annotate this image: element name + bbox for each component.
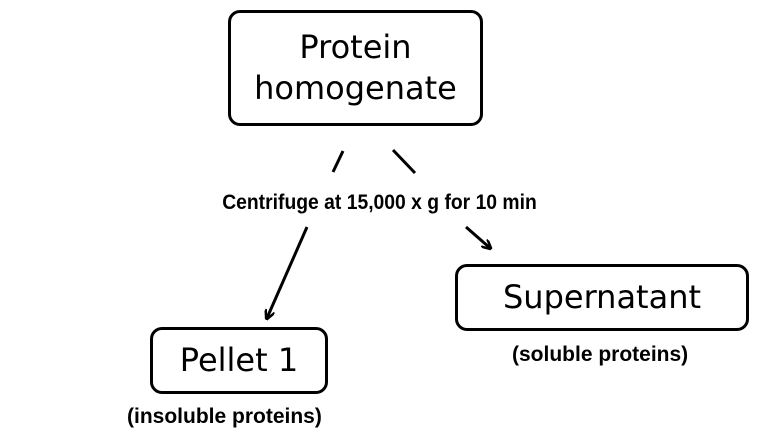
node-label: Protein homogenate <box>254 28 457 107</box>
node-label: Supernatant <box>502 278 702 316</box>
node-label: Pellet 1 <box>179 341 299 379</box>
centrifuge-step-label: Centrifuge at 15,000 x g for 10 min <box>222 191 537 214</box>
supernatant-caption: (soluble proteins) <box>512 343 689 366</box>
node-pellet-1: Pellet 1 <box>150 327 328 394</box>
connector-stub-right <box>391 148 417 175</box>
node-supernatant: Supernatant <box>455 264 749 331</box>
arrow-to-pellet <box>267 226 309 318</box>
pellet-caption: (insoluble proteins) <box>127 405 322 428</box>
arrow-to-supernatant <box>465 225 490 248</box>
node-protein-homogenate: Protein homogenate <box>228 10 483 126</box>
connector-stub-left <box>331 150 345 173</box>
